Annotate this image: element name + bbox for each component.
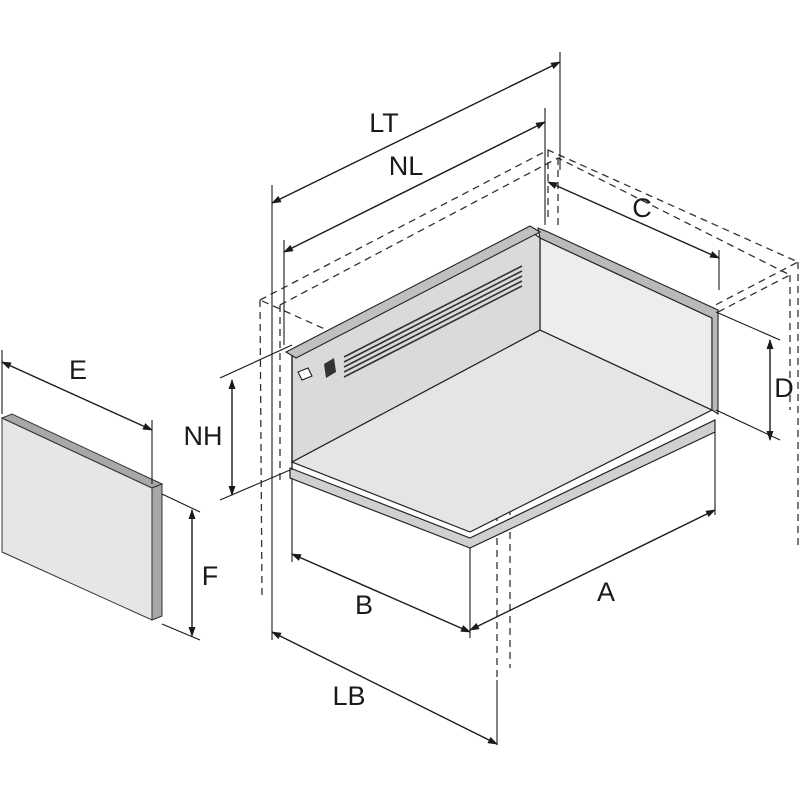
label-lt: LT xyxy=(369,108,399,138)
label-a: A xyxy=(597,577,615,607)
front-fixing-bracket xyxy=(324,358,336,378)
dimension-f: F xyxy=(161,493,219,641)
label-d: D xyxy=(774,373,794,403)
dimension-b: B xyxy=(291,478,471,633)
dimension-d: D xyxy=(715,311,794,441)
dimension-nh: NH xyxy=(184,344,293,501)
drawer-box xyxy=(284,225,719,549)
label-e: E xyxy=(69,355,87,385)
label-f: F xyxy=(202,561,219,591)
front-fixing-slot xyxy=(297,367,313,381)
dimension-c: C xyxy=(547,181,720,290)
label-nh: NH xyxy=(184,421,223,451)
label-nl: NL xyxy=(389,151,424,181)
drawer-front-panel xyxy=(0,413,164,621)
label-b: B xyxy=(355,590,373,620)
dimension-nl: NL xyxy=(283,108,546,345)
side-vent-slots xyxy=(343,265,523,378)
label-c: C xyxy=(632,193,652,223)
dimension-lb: LB xyxy=(271,300,498,745)
label-lb: LB xyxy=(332,681,365,711)
dimension-e: E xyxy=(1,350,153,484)
